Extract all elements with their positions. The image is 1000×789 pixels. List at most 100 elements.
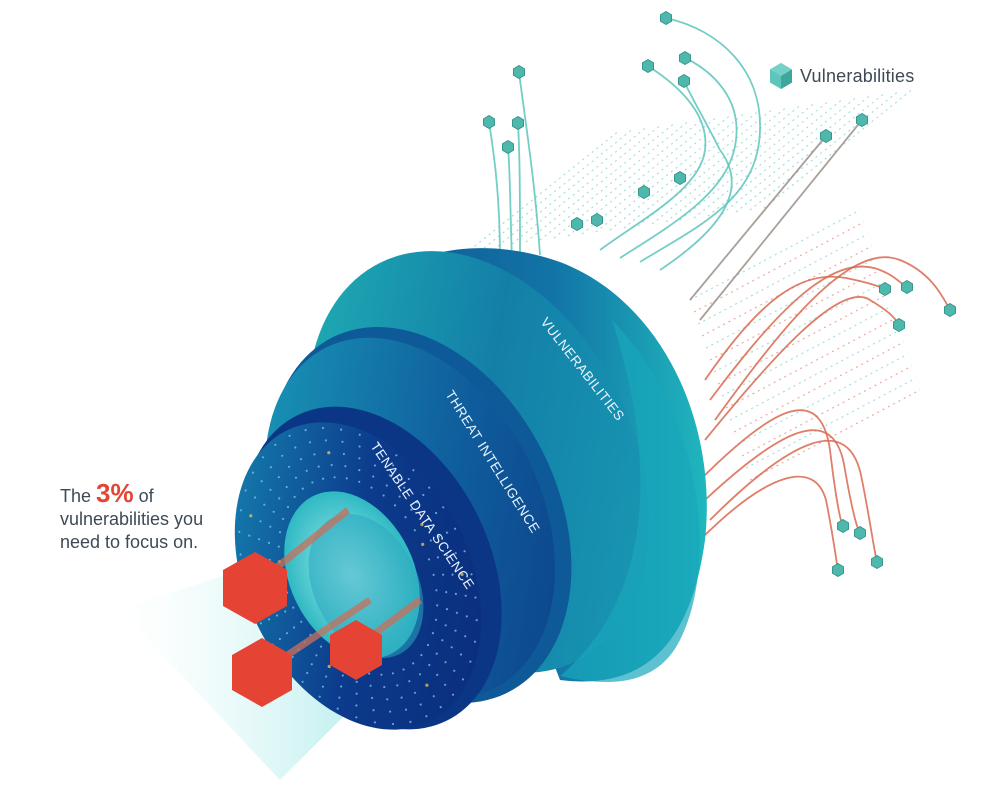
- vulnerability-connectors: [488, 17, 951, 571]
- dot: [436, 604, 439, 607]
- data-stream: [651, 103, 803, 225]
- node-hexagon-icon: [591, 213, 603, 227]
- dot: [460, 572, 464, 577]
- dot: [464, 635, 467, 638]
- dot: [474, 596, 477, 599]
- dot: [313, 453, 316, 456]
- dot: [445, 591, 448, 594]
- dot: [454, 629, 457, 632]
- dot: [420, 522, 424, 527]
- dot: [393, 504, 397, 507]
- node-hexagon-icon: [871, 555, 883, 569]
- dot: [355, 716, 358, 719]
- dot: [428, 486, 431, 489]
- connector-line: [699, 475, 839, 571]
- dot: [321, 426, 325, 430]
- data-stream: [721, 93, 873, 215]
- dot: [286, 505, 290, 509]
- dot: [453, 669, 456, 672]
- dot: [375, 453, 378, 456]
- dot: [248, 534, 251, 537]
- node-hexagon-icon: [660, 11, 672, 25]
- data-stream: [567, 115, 719, 237]
- data-stream: [483, 127, 635, 249]
- dot: [322, 477, 325, 480]
- dot: [386, 698, 389, 701]
- dot: [278, 497, 281, 500]
- dot: [398, 495, 401, 498]
- data-stream: [745, 377, 917, 469]
- dot: [285, 632, 289, 635]
- connector-line: [699, 409, 844, 527]
- node-hexagon-icon: [642, 59, 654, 73]
- dot: [413, 529, 416, 532]
- node-hexagon-icon: [820, 129, 832, 143]
- dot: [293, 495, 296, 498]
- callout-text: The 3% of vulnerabilities you need to fo…: [60, 480, 250, 554]
- data-stream: [735, 91, 887, 213]
- dot: [475, 619, 478, 622]
- node-hexagon-icon: [879, 282, 891, 296]
- dot: [306, 671, 309, 675]
- dot: [388, 474, 391, 477]
- connector-line: [689, 135, 827, 301]
- dot: [251, 471, 255, 474]
- data-stream: [705, 257, 877, 349]
- dot: [258, 538, 261, 541]
- red-hexagon-icon: [223, 552, 287, 624]
- dot: [294, 446, 297, 449]
- dot: [310, 663, 313, 666]
- dot: [261, 456, 265, 459]
- dot: [454, 527, 457, 530]
- dot: [382, 494, 385, 497]
- dot: [444, 661, 447, 664]
- dot: [421, 542, 425, 547]
- dot: [340, 428, 343, 431]
- dot: [358, 433, 361, 436]
- dot: [238, 530, 241, 534]
- dot: [377, 442, 380, 445]
- dot: [450, 646, 453, 649]
- connector-line: [517, 122, 521, 259]
- data-stream: [637, 105, 789, 227]
- dot: [413, 691, 417, 694]
- dot: [267, 618, 271, 621]
- dot: [259, 622, 262, 625]
- connector-line: [659, 80, 733, 271]
- dot: [336, 707, 339, 710]
- dot: [435, 652, 438, 655]
- dot: [473, 640, 477, 643]
- dot: [370, 486, 373, 489]
- dot: [431, 632, 434, 635]
- dot: [403, 486, 406, 489]
- dot: [285, 485, 288, 489]
- data-stream: [737, 353, 909, 445]
- data-stream: [511, 123, 663, 245]
- dot: [269, 525, 272, 528]
- dot: [301, 680, 304, 683]
- node-hexagon-icon: [901, 280, 913, 294]
- callout-line3: need to focus on.: [60, 532, 199, 552]
- dot: [372, 709, 375, 712]
- dot: [341, 440, 344, 443]
- dot: [253, 496, 257, 499]
- dot: [340, 685, 343, 688]
- dot: [437, 535, 440, 538]
- dot: [425, 683, 429, 687]
- dot: [454, 592, 457, 596]
- dot: [412, 662, 415, 665]
- dot: [274, 443, 277, 446]
- dot: [239, 509, 243, 512]
- dot: [358, 480, 361, 483]
- dot: [392, 464, 395, 467]
- connector-line: [639, 17, 761, 263]
- dot: [355, 680, 358, 684]
- dot: [383, 685, 386, 689]
- dot: [380, 673, 383, 676]
- data-stream: [469, 129, 621, 251]
- data-stream: [609, 109, 761, 231]
- node-hexagon-icon: [679, 51, 691, 65]
- dot: [441, 639, 444, 642]
- dot: [389, 710, 392, 713]
